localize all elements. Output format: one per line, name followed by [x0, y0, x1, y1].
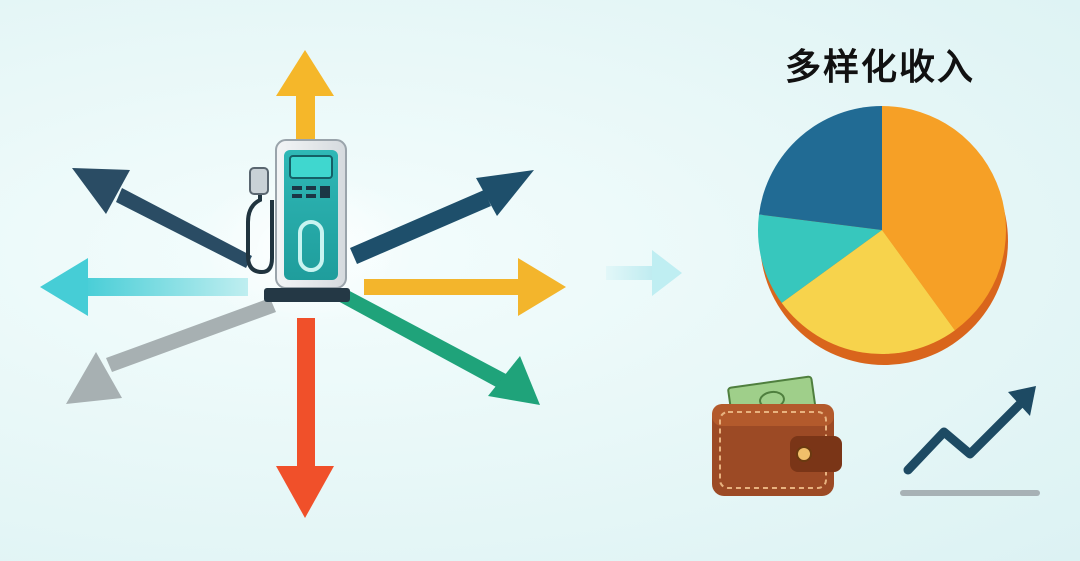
pie-slice: [758, 214, 882, 303]
arrow-down-icon: [276, 318, 334, 518]
pie-slice: [781, 230, 955, 355]
arrow-up-icon: [276, 50, 334, 144]
arrow-down-right-icon: [336, 288, 540, 405]
pie-slice: [882, 106, 1007, 331]
ev-charging-station-icon: [246, 139, 350, 302]
arrow-right-icon: [364, 258, 566, 316]
trend-up-icon: [900, 386, 1040, 496]
arrow-up-left-icon: [72, 168, 252, 268]
diagram-title: 多样化收入: [784, 47, 975, 88]
arrow-right-icon: [606, 250, 682, 296]
arrow-up-right-icon: [350, 170, 534, 264]
wallet-icon: [712, 375, 842, 496]
arrow-left-icon: [40, 258, 248, 316]
arrow-down-left-icon: [66, 298, 276, 404]
pie-slice: [758, 106, 882, 230]
